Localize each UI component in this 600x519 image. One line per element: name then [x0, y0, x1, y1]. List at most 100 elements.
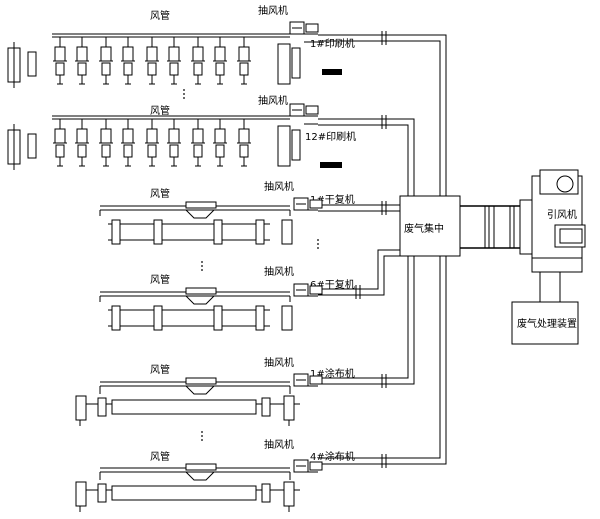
dryer-hood-icon	[184, 385, 216, 395]
duct-label-6: 风管	[150, 450, 170, 463]
exhaust-fan-label-4: 抽风机	[264, 265, 294, 278]
nameplate-icon	[320, 162, 342, 168]
coater-4-label: 4#涂布机	[310, 450, 355, 463]
coater-roll-icon	[75, 481, 87, 507]
press-unit-icon	[169, 62, 179, 76]
press-unit-icon	[192, 46, 204, 62]
nameplate-icon	[322, 69, 342, 75]
press-unit-icon	[146, 46, 158, 62]
press-unit-icon	[101, 62, 111, 76]
press-unit-icon	[193, 62, 203, 76]
fan-motor-icon	[305, 105, 319, 115]
press-unit-icon	[147, 62, 157, 76]
exhaust-fan-label-2: 抽风机	[258, 94, 288, 107]
press-12-label: 12#印刷机	[305, 130, 356, 143]
exhaust-fan-label-1: 抽风机	[258, 4, 288, 17]
coater-roll-icon	[283, 395, 295, 421]
return-ducts	[318, 31, 447, 468]
press-unit-icon	[192, 128, 204, 144]
duct-label-4: 风管	[150, 273, 170, 286]
laminator-roll-icon	[213, 305, 223, 331]
treatment-label: 废气处理装置	[517, 317, 577, 330]
dryer-hood-icon	[184, 209, 216, 219]
dryer-hood-icon	[184, 295, 216, 305]
press-unit-icon	[238, 128, 250, 144]
press-unit-icon	[239, 62, 249, 76]
press-unit-icon	[147, 144, 157, 158]
press-unit-icon	[193, 144, 203, 158]
press-unit-icon	[101, 144, 111, 158]
fan-motor-icon	[305, 23, 319, 33]
press-unit-icon	[215, 62, 225, 76]
press-unit-icon	[54, 128, 66, 144]
exhaust-fan-label-3: 抽风机	[264, 180, 294, 193]
exhaust-fan-label-6: 抽风机	[264, 438, 294, 451]
fan-motor-icon	[309, 285, 323, 295]
coater-roll-icon	[283, 481, 295, 507]
press-unit-icon	[168, 128, 180, 144]
press-unit-icon	[214, 128, 226, 144]
fan-motor-icon	[309, 461, 323, 471]
induced-fan-label: 引风机	[547, 208, 577, 221]
press-unit-icon	[77, 144, 87, 158]
press-unit-icon	[123, 62, 133, 76]
press-unit-icon	[54, 46, 66, 62]
press-unit-icon	[76, 128, 88, 144]
machines-layer	[7, 21, 323, 512]
laminator-roll-icon	[111, 305, 121, 331]
dryer-hood-icon	[185, 287, 217, 295]
press-unit-icon	[77, 62, 87, 76]
laminator-roll-icon	[255, 305, 265, 331]
press-unit-icon	[76, 46, 88, 62]
rewind-roll-icon	[291, 129, 301, 161]
collection-box	[399, 195, 461, 257]
coater-roll-icon	[261, 483, 271, 503]
press-unit-icon	[168, 46, 180, 62]
coater-oven-icon	[111, 399, 257, 415]
press-unit-icon	[100, 128, 112, 144]
press-unit-icon	[123, 144, 133, 158]
laminator-roll-icon	[153, 305, 163, 331]
laminator-roll-icon	[153, 219, 163, 245]
press-unit-icon	[100, 46, 112, 62]
laminator-roll-icon	[213, 219, 223, 245]
dryer-hood-icon	[184, 471, 216, 481]
rewind-roll-icon	[291, 47, 301, 79]
press-unit-icon	[214, 46, 226, 62]
duct-label-1: 风管	[150, 9, 170, 22]
laminator-roll-icon	[255, 219, 265, 245]
coater-roll-icon	[97, 483, 107, 503]
laminator-roll-icon	[281, 219, 293, 245]
duct-label-2: 风管	[150, 104, 170, 117]
guide-icon	[27, 51, 37, 77]
press-unit-icon	[215, 144, 225, 158]
fan-motor-icon	[309, 199, 323, 209]
treatment-box	[511, 301, 579, 345]
press-unit-icon	[169, 144, 179, 158]
coater-roll-icon	[75, 395, 87, 421]
press-unit-icon	[238, 46, 250, 62]
fan-motor-icon	[309, 375, 323, 385]
rewind-roll-icon	[277, 43, 291, 85]
main-duct	[460, 199, 533, 255]
press-unit-icon	[55, 62, 65, 76]
exhaust-fan-label-5: 抽风机	[264, 356, 294, 369]
coater-oven-icon	[111, 485, 257, 501]
induced-fan-icon	[531, 169, 586, 302]
duct-label-3: 风管	[150, 187, 170, 200]
press-unit-icon	[55, 144, 65, 158]
press-unit-icon	[122, 128, 134, 144]
duct-label-5: 风管	[150, 363, 170, 376]
press-1-label: 1#印刷机	[310, 37, 355, 50]
dryer-hood-icon	[185, 377, 217, 385]
collection-label: 废气集中	[404, 222, 444, 235]
guide-icon	[27, 133, 37, 159]
press-unit-icon	[122, 46, 134, 62]
coater-roll-icon	[97, 397, 107, 417]
coater-roll-icon	[261, 397, 271, 417]
rewind-roll-icon	[277, 125, 291, 167]
laminator-roll-icon	[111, 219, 121, 245]
dryer-hood-icon	[185, 463, 217, 471]
